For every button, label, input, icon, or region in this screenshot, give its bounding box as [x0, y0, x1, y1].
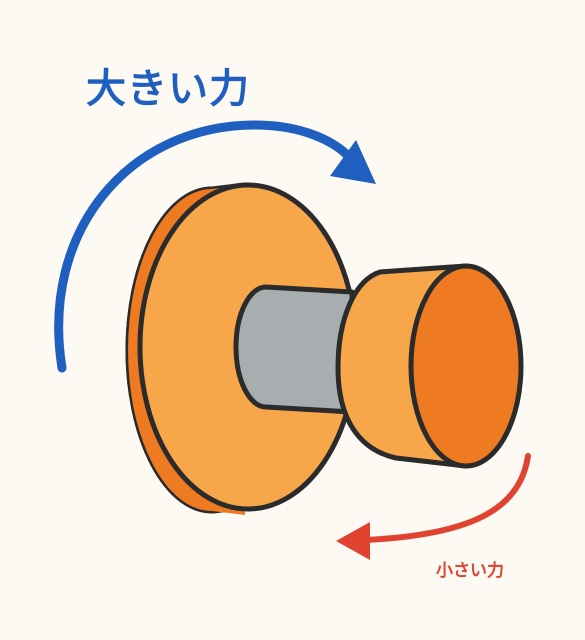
large-force-arrow [54, 120, 376, 373]
knob-handle-face [408, 263, 524, 469]
knob-base-plate [125, 182, 359, 515]
small-force-arrow-arc [362, 453, 531, 543]
knob-handle [335, 263, 524, 469]
small-force-arrow [336, 453, 531, 560]
large-force-arrow-arc [54, 120, 357, 373]
large-force-arrow-head [330, 140, 376, 184]
large-force-label: 大きい力 [86, 66, 250, 112]
small-force-arrow-head [336, 522, 370, 560]
small-force-label: 小さい力 [436, 561, 504, 581]
knob-shaft [233, 284, 355, 415]
shaft-body [233, 284, 355, 415]
